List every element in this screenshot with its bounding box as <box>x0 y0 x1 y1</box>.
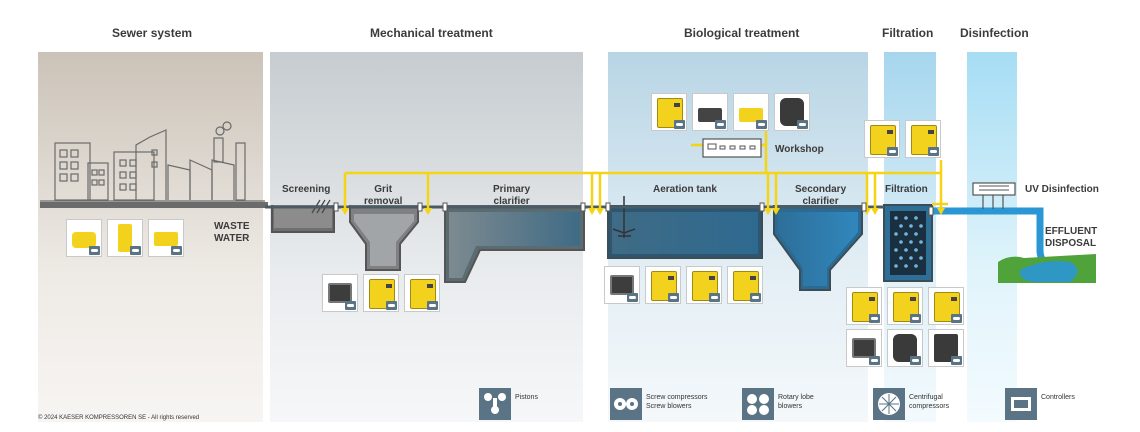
label-aeration-tank: Aeration tank <box>653 184 717 195</box>
rotary-lobe-badge-icon <box>386 301 397 310</box>
centrifugal-badge-icon <box>951 314 962 323</box>
tile-filtration-blower[interactable] <box>846 287 882 325</box>
screw-compressor-icon <box>870 125 896 155</box>
tile-filtration-screw-2[interactable] <box>905 120 941 158</box>
screw-badge-icon <box>130 246 141 255</box>
piston-compressor-icon <box>698 108 722 122</box>
controller-badge-icon <box>869 356 880 365</box>
piston-badge-icon <box>715 120 726 129</box>
section-title-mechanical: Mechanical treatment <box>370 26 493 40</box>
label-filtration: Filtration <box>885 184 928 195</box>
tile-rotary-blower-biological[interactable] <box>645 266 681 304</box>
label-uv-disinfection: UV Disinfection <box>1025 184 1099 195</box>
tile-screw-compressor-mechanical[interactable] <box>404 274 440 312</box>
copyright-text: © 2024 KAESER KOMPRESSOREN SE - All righ… <box>38 415 200 421</box>
tile-controller-biological[interactable] <box>604 266 640 304</box>
legend-controllers: Controllers <box>1041 394 1075 401</box>
controller-badge-icon <box>627 293 638 302</box>
screw-badge-icon <box>89 246 100 255</box>
rotary-lobe-badge-icon <box>910 356 921 365</box>
label-secondary-clarifier: Secondary clarifier <box>795 184 847 207</box>
city-buildings-icon <box>54 121 246 201</box>
controller-screen-icon <box>852 338 876 358</box>
tile-filtration-centrifugal[interactable] <box>928 287 964 325</box>
legend-pistons: Pistons <box>515 394 538 401</box>
screw-badge-icon <box>750 293 761 302</box>
tile-filtration-screw-3[interactable] <box>887 287 923 325</box>
section-title-biological: Biological treatment <box>684 26 800 40</box>
tile-filtration-controller[interactable] <box>846 329 882 367</box>
controllers-legend-icon <box>1005 388 1037 420</box>
tile-portable-compressor-3[interactable] <box>148 219 184 257</box>
mobile-compressor-icon <box>118 224 132 252</box>
tile-screw-blower-biological[interactable] <box>727 266 763 304</box>
label-screening: Screening <box>282 184 331 195</box>
tile-filtration-piston[interactable] <box>887 329 923 367</box>
tile-controller-mechanical[interactable] <box>322 274 358 312</box>
label-grit-removal: Grit removal <box>364 184 403 207</box>
controller-screen-icon <box>328 283 352 303</box>
screw-badge-icon <box>674 120 685 129</box>
tile-workshop-screw[interactable] <box>651 93 687 131</box>
tile-workshop-piston-1[interactable] <box>692 93 728 131</box>
legend-rotary-lobe: Rotary lobe blowers <box>778 394 814 410</box>
legend-centrifugal: Centrifugal compressors <box>909 394 950 410</box>
tile-filtration-screw-1[interactable] <box>864 120 900 158</box>
tile-workshop-piston-3[interactable] <box>774 93 810 131</box>
section-title-sewer: Sewer system <box>112 26 193 40</box>
centrifugal-badge-icon <box>709 293 720 302</box>
rotary-lobe-badge-icon <box>869 314 880 323</box>
controller-badge-icon <box>345 301 356 310</box>
screw-badge-icon <box>171 246 182 255</box>
controller-screen-icon <box>610 275 634 295</box>
centrifugal-compressor-icon <box>692 271 718 301</box>
label-waste-water: WASTE WATER <box>214 221 250 244</box>
tile-centrifugal-biological[interactable] <box>686 266 722 304</box>
screw-badge-icon <box>887 147 898 156</box>
tile-portable-compressor-1[interactable] <box>66 219 102 257</box>
section-title-filtration: Filtration <box>882 26 934 40</box>
screw-badge-icon <box>427 301 438 310</box>
disinfection-panel <box>967 52 1017 422</box>
pistons-legend-icon <box>479 388 511 420</box>
section-title-disinfection: Disinfection <box>960 26 1029 40</box>
rotary-lobe-badge-icon <box>668 293 679 302</box>
label-workshop: Workshop <box>775 144 824 155</box>
legend-screw: Screw compressors Screw blowers <box>646 394 708 410</box>
portable-compressor-icon <box>154 232 178 246</box>
rotary-lobe-legend-icon <box>742 388 774 420</box>
screw-badge-icon <box>910 314 921 323</box>
tile-rotary-blower-mechanical[interactable] <box>363 274 399 312</box>
screw-badge-icon <box>928 147 939 156</box>
screw-legend-icon <box>610 388 642 420</box>
piston-badge-icon <box>756 120 767 129</box>
screw-badge-icon <box>951 356 962 365</box>
tile-portable-compressor-2[interactable] <box>107 219 143 257</box>
tile-filtration-screw-dark[interactable] <box>928 329 964 367</box>
centrifugal-legend-icon <box>873 388 905 420</box>
tile-workshop-piston-2[interactable] <box>733 93 769 131</box>
piston-compressor-icon <box>739 108 763 122</box>
label-effluent-disposal: EFFLUENT DISPOSAL <box>1045 226 1098 249</box>
piston-badge-icon <box>797 120 808 129</box>
label-primary-clarifier: Primary clarifier <box>493 184 531 207</box>
portable-compressor-icon <box>72 232 96 248</box>
